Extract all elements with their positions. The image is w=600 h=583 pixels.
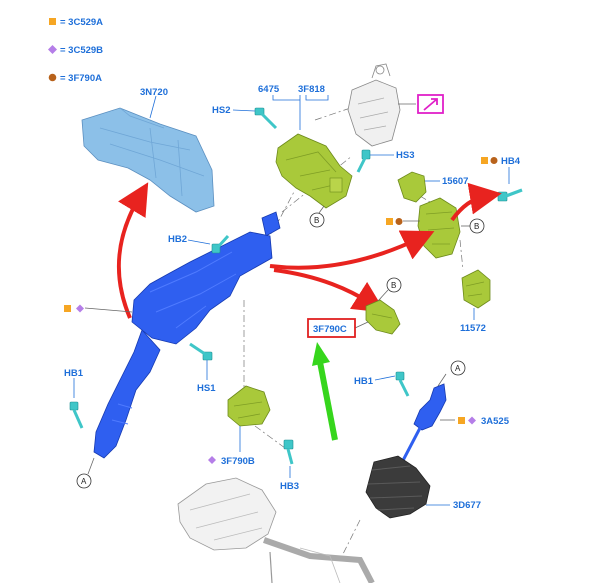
legend-text-3c529b: = 3C529B [60,45,103,56]
legend-circle-icon [48,73,57,82]
label-3f818: 3F818 [298,84,325,95]
label-hb1-left: HB1 [64,368,84,379]
label-15607: 15607 [442,176,468,187]
sensor-11572-part[interactable] [461,269,491,309]
module-diamond-icon [208,456,216,464]
switch-circle-icon [395,218,403,225]
shaft-square-icon [458,417,465,424]
label-3f790c: 3F790C [313,324,347,335]
green-arrow [312,342,338,441]
boot-3d677-part[interactable] [365,455,431,519]
label-3f790b: 3F790B [221,456,255,467]
hb4-circle-icon [490,157,498,164]
legend-text-3f790a: = 3F790A [60,73,102,84]
legend-square-icon [49,18,56,25]
label-6475: 6475 [258,84,280,95]
module-3f790b-part[interactable] [227,385,271,427]
callout-a-right [450,360,466,376]
hs2-bolt[interactable] [254,107,278,130]
callout-b-right-text: B [474,222,479,231]
arrow-up-right-icon [423,98,438,111]
label-3a525: 3A525 [481,416,510,427]
label-hb4: HB4 [501,156,521,167]
steering-rack-part[interactable] [177,477,375,583]
intermediate-shaft-part[interactable] [396,383,447,471]
callout-a-left [76,473,92,489]
legend-text-3c529a: = 3C529A [60,17,103,28]
callout-b-module [386,277,402,293]
label-hb1-right: HB1 [354,376,374,387]
callout-b-right [469,218,485,234]
steering-column-part[interactable] [93,211,281,459]
ignition-lock-housing[interactable] [347,63,401,147]
module-3f790c-part[interactable] [365,299,401,335]
hb1-right-bolt[interactable] [395,371,410,397]
column-square-icon [64,305,71,312]
heat-shield-part[interactable] [81,107,215,213]
hs1-bolt[interactable] [189,342,213,361]
leader-hs2 [232,109,256,112]
hb3-bolt[interactable] [283,439,294,465]
label-hs1: HS1 [197,383,216,394]
callout-b-module-text: B [391,281,396,290]
switch-square-icon [386,218,393,225]
leader-3n720 [149,95,157,119]
leader-hb1-right [374,375,396,381]
hb4-bolt[interactable] [497,188,523,202]
callout-b-top-text: B [314,216,319,225]
red-arrows [116,182,502,319]
label-hb2: HB2 [168,234,187,245]
hb4-square-icon [481,157,488,164]
label-hs3: HS3 [396,150,414,161]
column-diamond-icon [76,304,84,313]
legend: = 3C529A = 3C529B = 3F790A [48,17,103,84]
callout-a-right-text: A [455,364,461,373]
lock-bracket-part[interactable] [275,133,353,209]
shaft-diamond-icon [468,416,476,425]
hb2-bolt[interactable] [211,234,230,254]
hb1-left-bolt[interactable] [69,401,84,429]
callout-b-top [309,212,325,228]
label-3n720: 3N720 [140,87,168,98]
label-hb3: HB3 [280,481,299,492]
label-11572: 11572 [460,323,486,334]
leader-3f818 [305,95,329,101]
legend-diamond-icon [48,45,57,54]
leader-6475 [272,95,301,130]
hs3-bolt[interactable] [356,149,371,173]
leader-hb2 [187,239,211,245]
label-3d677: 3D677 [453,500,481,511]
callout-a-left-text: A [81,477,87,486]
highlight-box-3f790c[interactable] [307,318,356,338]
label-hs2: HS2 [212,105,230,116]
